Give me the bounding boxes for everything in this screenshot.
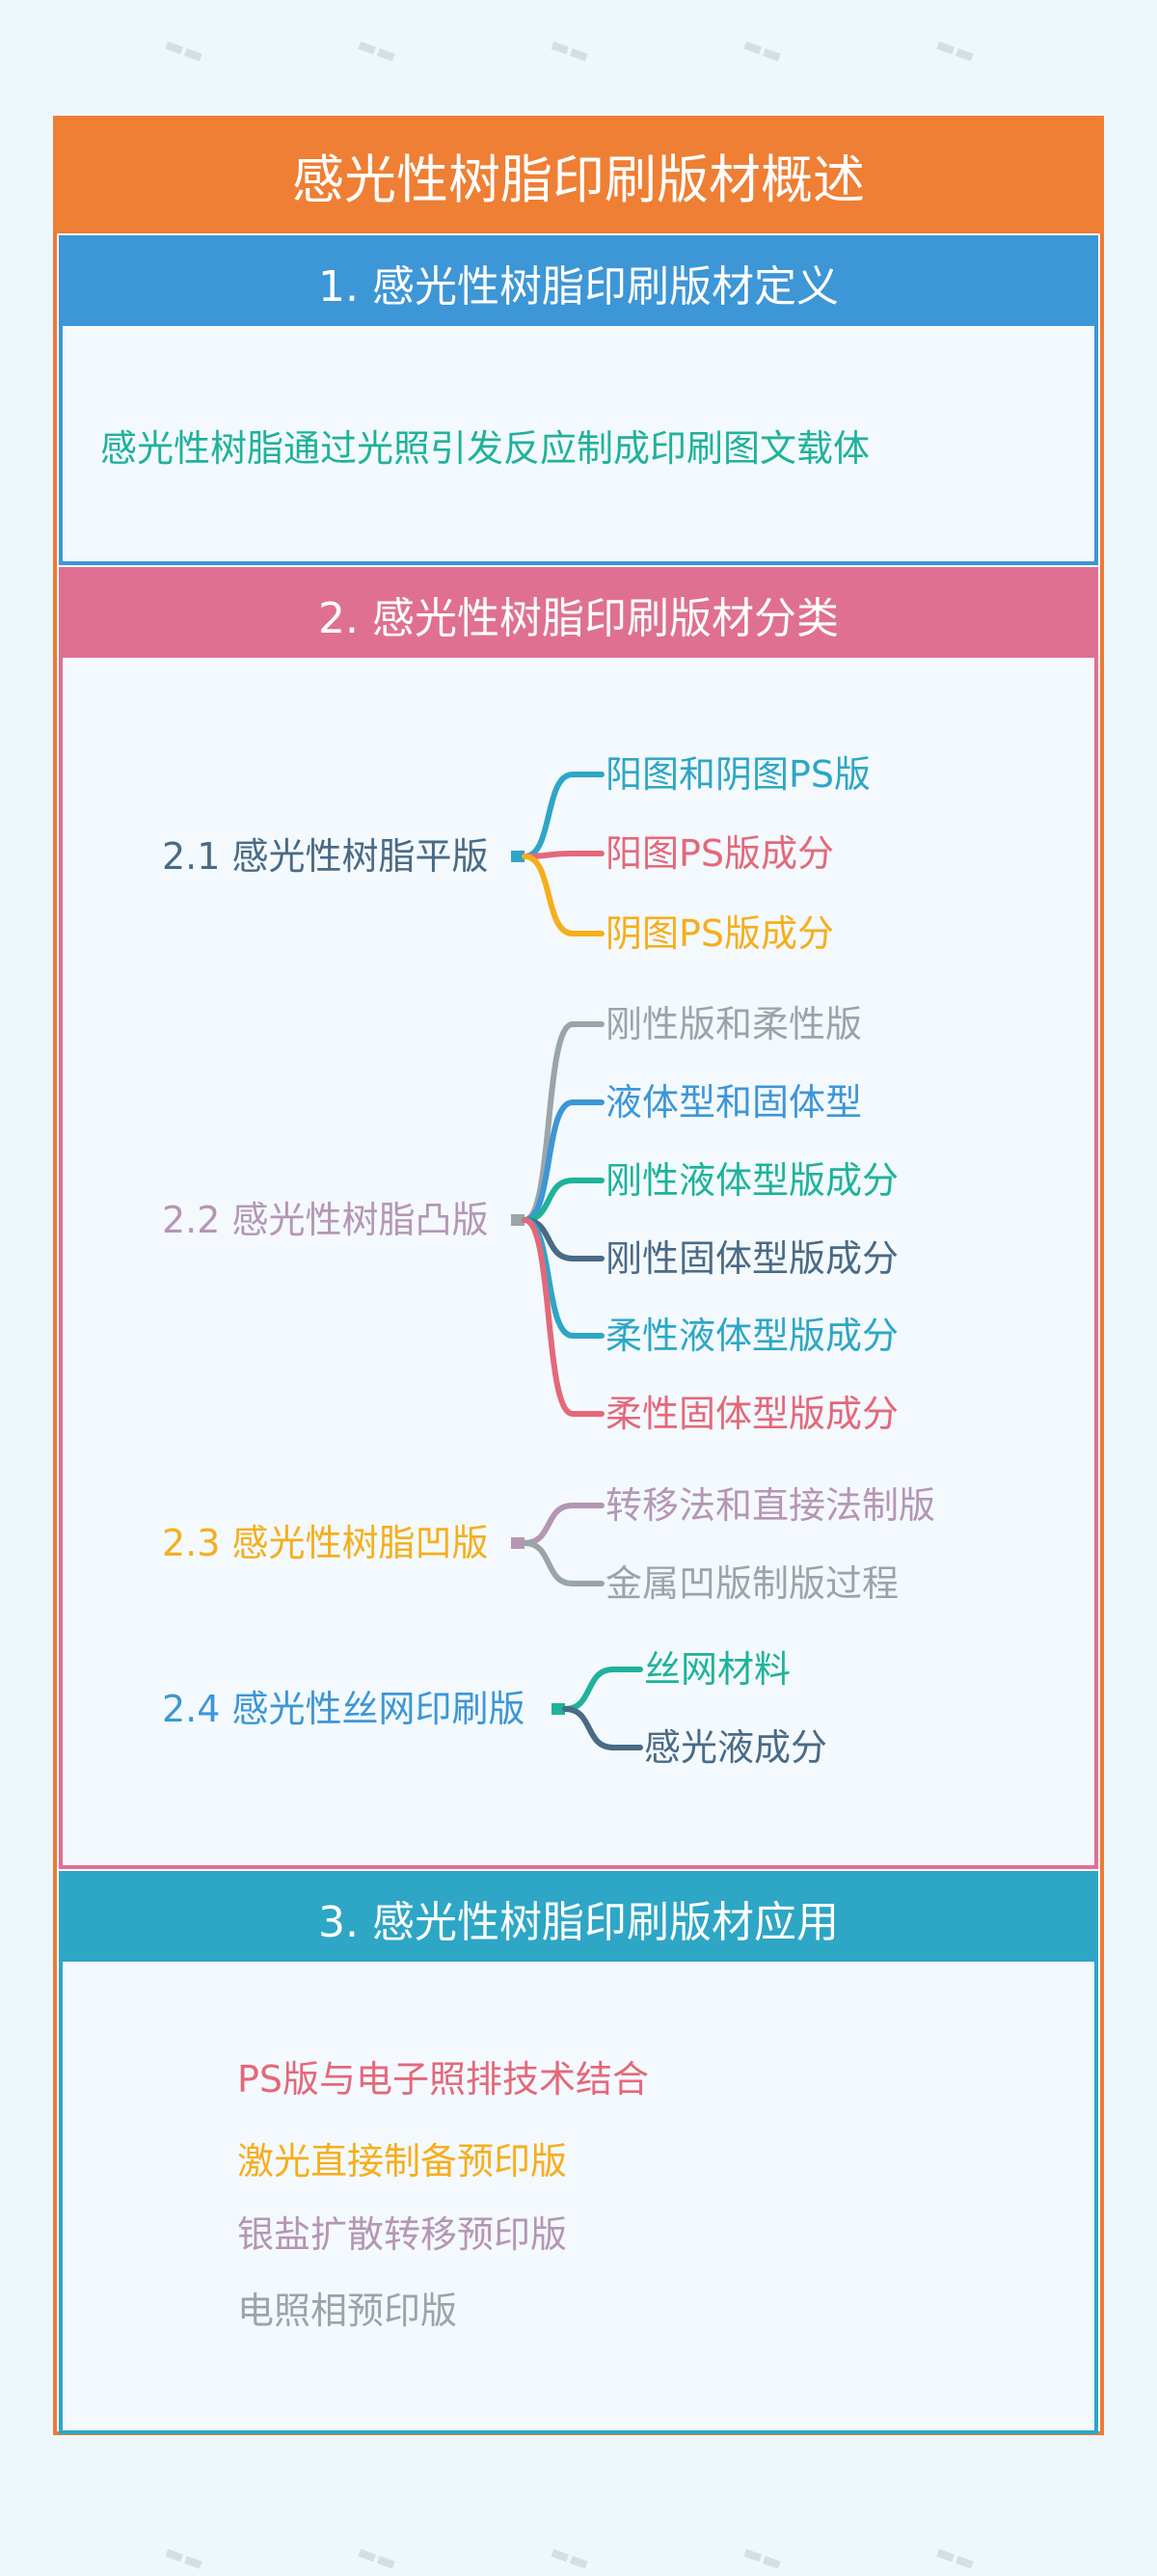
watermark-mark: ▬▬ bbox=[546, 2539, 593, 2576]
definition-text: 感光性树脂通过光照引发反应制成印刷图文载体 bbox=[100, 427, 871, 470]
mindmap-branch-label: 2.2 感光性树脂凸版 bbox=[162, 1199, 489, 1241]
mindmap-leaf-label: 金属凹版制版过程 bbox=[605, 1562, 900, 1605]
mindmap-branch-label: 2.4 感光性丝网印刷版 bbox=[162, 1688, 525, 1730]
mindmap-leaf-label: 刚性版和柔性版 bbox=[605, 1003, 863, 1045]
section-heading-application: 3. 感光性树脂印刷版材应用 bbox=[63, 1875, 1094, 1962]
mindmap-leaf-label: 刚性液体型版成分 bbox=[605, 1159, 900, 1202]
section-heading-definition: 1. 感光性树脂印刷版材定义 bbox=[63, 239, 1094, 326]
mindmap-leaf-label: 感光液成分 bbox=[644, 1726, 828, 1769]
mindmap-branch-label: 2.3 感光性树脂凹版 bbox=[162, 1522, 489, 1564]
watermark-mark: ▬▬ bbox=[546, 32, 593, 69]
watermark-mark: ▬▬ bbox=[931, 32, 979, 69]
mindmap-leaf-label: 柔性固体型版成分 bbox=[605, 1393, 900, 1435]
page-title: 感光性树脂印刷版材概述 bbox=[53, 116, 1104, 233]
watermark-mark: ▬▬ bbox=[739, 32, 786, 69]
mindmap-leaf-label: 阳图PS版成分 bbox=[605, 832, 835, 875]
section-application: 3. 感光性树脂印刷版材应用 bbox=[59, 1871, 1098, 2434]
watermark-mark: ▬▬ bbox=[931, 2539, 979, 2576]
mindmap-branch-label: 2.1 感光性树脂平版 bbox=[162, 835, 489, 878]
section-heading-classification: 2. 感光性树脂印刷版材分类 bbox=[63, 571, 1094, 658]
watermark-mark: ▬▬ bbox=[160, 2539, 207, 2576]
watermark-mark: ▬▬ bbox=[353, 32, 400, 69]
section-definition: 1. 感光性树脂印刷版材定义 bbox=[59, 235, 1098, 565]
application-item: 激光直接制备预印版 bbox=[237, 2140, 568, 2183]
watermark-mark: ▬▬ bbox=[160, 32, 207, 69]
mindmap-leaf-label: 阳图和阴图PS版 bbox=[605, 753, 872, 796]
mindmap-leaf-label: 刚性固体型版成分 bbox=[605, 1237, 900, 1280]
mindmap-leaf-label: 柔性液体型版成分 bbox=[605, 1315, 900, 1357]
mindmap-leaf-label: 阴图PS版成分 bbox=[605, 912, 835, 955]
mindmap-leaf-label: 转移法和直接法制版 bbox=[605, 1484, 936, 1527]
watermark-mark: ▬▬ bbox=[739, 2539, 786, 2576]
application-item: PS版与电子照排技术结合 bbox=[237, 2058, 650, 2101]
watermark-mark: ▬▬ bbox=[353, 2539, 400, 2576]
application-item: 银盐扩散转移预印版 bbox=[237, 2213, 568, 2256]
mindmap-leaf-label: 液体型和固体型 bbox=[605, 1081, 863, 1124]
mindmap-leaf-label: 丝网材料 bbox=[644, 1648, 792, 1691]
application-item: 电照相预印版 bbox=[237, 2290, 458, 2332]
